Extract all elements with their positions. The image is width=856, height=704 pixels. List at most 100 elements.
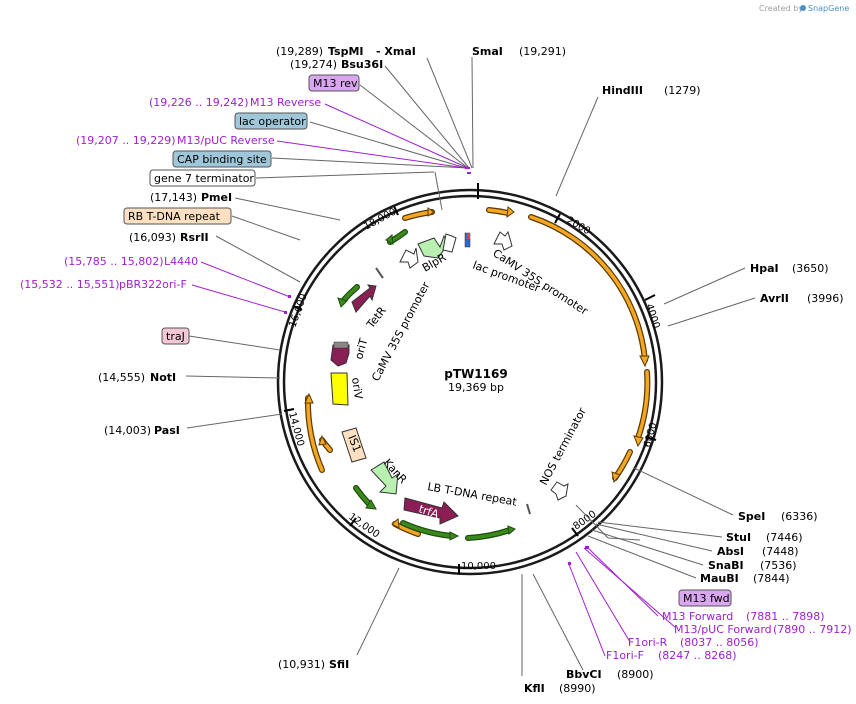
orit-label: oriT	[352, 337, 370, 361]
enzyme-name-kfli: KflI	[524, 682, 545, 695]
enzyme-name-maubi: MauBI	[700, 572, 739, 585]
enzyme-coord-pasi: (14,003)	[104, 424, 151, 437]
primer-markers	[284, 167, 589, 565]
primer-name-f1ori-f: F1ori-F	[606, 649, 644, 662]
green-arrowheads	[337, 234, 516, 541]
enzyme-connectors	[185, 56, 756, 676]
primer-connectors	[191, 103, 677, 657]
m13-fwd-box	[678, 589, 732, 607]
enzyme-name-smai: SmaI	[472, 45, 503, 58]
backbone-outer	[276, 188, 664, 576]
tick-label-4000: 4000	[643, 303, 661, 331]
gene7-label: gene 7 terminator	[154, 172, 254, 185]
tick-label-10000: 10,000	[461, 561, 496, 572]
enzyme-name-pasi: PasI	[154, 424, 180, 437]
primer-name-m13puc-reverse: M13/pUC Reverse	[177, 134, 275, 147]
nos-terminator-label: NOS terminator	[537, 405, 589, 487]
m13-rev-label: M13 rev	[313, 77, 358, 90]
lb-tdna-label: LB T-DNA repeat	[426, 480, 518, 509]
enzyme-coord-kfli: (8990)	[559, 682, 596, 695]
enzyme-coord-bbvci: (8900)	[617, 668, 654, 681]
enzyme-coord-pmei: (17,143)	[150, 191, 197, 204]
small-white-arrow-1	[399, 247, 419, 269]
tetr-label: TetR	[364, 304, 390, 332]
plasmid-length: 19,369 bp	[448, 381, 504, 394]
enzyme-labels-left: (19,289) TspMI - XmaI (19,274) Bsu36I (1…	[98, 45, 416, 671]
boxed-features: M13 rev lac operator CAP binding site ge…	[123, 74, 732, 607]
primer-name-m13puc-forward: M13/pUC Forward	[674, 623, 772, 636]
orit-gray-shape	[333, 341, 349, 349]
orange-arrowheads	[304, 206, 650, 529]
primer-name-m13-reverse: M13 Reverse	[250, 96, 321, 109]
primer-range-f1ori-f: (8247 .. 8268)	[658, 649, 737, 662]
enzyme-coord-smai: (19,291)	[519, 45, 566, 58]
enzyme-name-pmei: PmeI	[201, 191, 232, 204]
enzyme-name-snabi: SnaBI	[708, 559, 744, 572]
primer-range-m13-forward: (7881 .. 7898)	[746, 610, 825, 623]
orit-shape	[330, 344, 350, 367]
lac-operator-box	[234, 112, 308, 130]
traj-box	[161, 327, 190, 345]
enzyme-name-noti: NotI	[150, 371, 176, 384]
rb-tdna-label: RB T-DNA repeat	[128, 210, 221, 223]
primer-range-m13-reverse: (19,226 .. 19,242)	[149, 96, 249, 109]
enzyme-name-sfii: SfiI	[329, 658, 349, 671]
enzyme-name-xmai: - XmaI	[376, 45, 416, 58]
enzyme-name-tspmi: TspMI	[328, 45, 364, 58]
enzyme-labels-right: SmaI (19,291) HindIII (1279) HpaI (3650)…	[472, 45, 844, 695]
gray-tick-1	[375, 267, 384, 279]
primer-name-l4440: L4440	[164, 255, 198, 268]
enzyme-name-stui: StuI	[726, 531, 751, 544]
enzyme-coord-maubi: (7844)	[753, 572, 790, 585]
enzyme-coord-rsrii: (16,093)	[129, 231, 176, 244]
m13-rev-box	[308, 74, 360, 92]
trfa-shape	[403, 497, 459, 525]
nos-terminator-shape	[550, 481, 569, 501]
snapgene-logo-icon	[800, 5, 806, 11]
backbone-inner	[282, 194, 658, 570]
m13-fwd-label: M13 fwd	[683, 592, 730, 605]
primer-range-l4440: (15,785 .. 15,802)	[64, 255, 164, 268]
enzyme-name-bsu36i: Bsu36I	[341, 58, 383, 71]
primer-range-pbr322ori: (15,532 .. 15,551)	[20, 278, 120, 291]
oriv-shape	[330, 372, 349, 406]
plasmid-name: pTW1169	[444, 367, 507, 381]
credit-prefix: Created by	[759, 4, 803, 13]
primer-labels: (19,226 .. 19,242) M13 Reverse (19,207 .…	[20, 96, 852, 662]
gene7-box	[149, 169, 256, 187]
kanr-shape	[370, 461, 399, 495]
rb-tdna-box	[123, 207, 232, 225]
enzyme-name-hindiii: HindIII	[602, 84, 643, 97]
enzyme-coord-bsu36i: (19,274)	[290, 58, 337, 71]
primer-range-m13puc-forward: (7890 .. 7912)	[773, 623, 852, 636]
tetr-shape	[351, 284, 377, 313]
enzyme-coord-hpai: (3650)	[792, 262, 829, 275]
tick-marks	[283, 205, 657, 574]
gray-tick-2	[526, 503, 531, 515]
enzyme-coord-tspmi: (19,289)	[276, 45, 323, 58]
camv-promoter-label-2: CaMV 35S promoter	[369, 279, 433, 383]
credit-brand: SnapGene	[808, 4, 849, 13]
enzyme-name-rsrii: RsrII	[180, 231, 209, 244]
enzyme-name-bbvci: BbvCI	[566, 668, 602, 681]
enzyme-coord-absi: (7448)	[762, 545, 799, 558]
inner-feature-shapes	[330, 230, 569, 525]
primer-name-f1ori-r: F1ori-R	[628, 636, 668, 649]
enzyme-name-absi: AbsI	[717, 545, 744, 558]
small-white-arrow-2	[442, 233, 457, 253]
enzyme-name-spei: SpeI	[738, 510, 765, 523]
enzyme-coord-noti: (14,555)	[98, 371, 145, 384]
trfa-label: trfA	[417, 502, 441, 521]
cap-binding-label: CAP binding site	[177, 153, 267, 166]
lac-promoter-shape	[493, 230, 513, 251]
oriv-label: oriV	[349, 377, 365, 401]
enzyme-coord-stui: (7446)	[766, 531, 803, 544]
primer-name-pbr322ori: pBR322ori-F	[119, 278, 187, 291]
primer-name-m13-forward: M13 Forward	[662, 610, 733, 623]
enzyme-name-avrii: AvrII	[760, 292, 789, 305]
tick-label-18000: 18,000	[362, 207, 398, 233]
cap-binding-box	[172, 150, 272, 168]
enzyme-coord-hindiii: (1279)	[664, 84, 701, 97]
primer-range-m13puc-reverse: (19,207 .. 19,229)	[76, 134, 176, 147]
